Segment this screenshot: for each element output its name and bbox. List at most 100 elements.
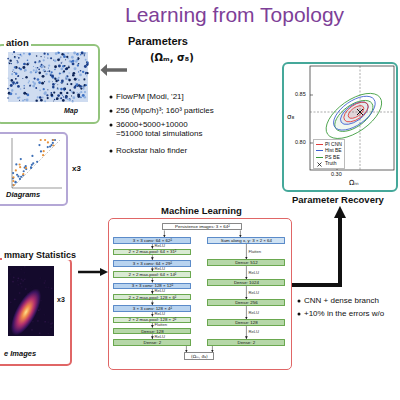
edge-label: ReLU <box>154 335 166 339</box>
text-holder: ation <box>4 38 31 49</box>
text-holder: Dense: 2 <box>237 340 257 345</box>
text-holder: 3 × 3 conv: 128 × 12² <box>131 283 175 288</box>
text-holder: Dense: 128 <box>140 329 164 334</box>
label-holder: Parameters <box>128 35 188 48</box>
connector-arrow <box>246 244 247 259</box>
text-holder: 2 × 2 max-pool: 128 × 6² <box>127 295 177 300</box>
tick-label: 0.30 <box>331 171 342 177</box>
panel-heading: Parameter Recovery <box>292 195 384 206</box>
edge-label: ReLU <box>248 291 260 295</box>
multiplicity-label: x3 <box>57 296 65 304</box>
legend-row: PS BE <box>316 154 342 161</box>
diagram-axes <box>12 138 62 188</box>
pool-layer: 2 × 2 max-pool: 128 × 6² <box>113 294 191 301</box>
legend-swatch <box>316 144 323 145</box>
text-holder: 3 × 3 conv: 64 × 62² <box>132 238 173 243</box>
label-holder: CNN + dense branch <box>304 296 396 305</box>
connector-arrow <box>246 306 247 320</box>
text-holder: Sum along x, y: 3 × 2 × 64 <box>220 238 273 243</box>
truth-crosshair <box>310 66 394 170</box>
panel-box: Machine LearningPersistence images: 3 × … <box>108 218 292 370</box>
conv-layer: 3 × 3 conv: 64 × 62² <box>113 237 191 244</box>
edge-label: ReLU <box>248 271 260 275</box>
layer-label: Dense: 1024 <box>233 280 260 285</box>
connector-arrow <box>152 244 153 249</box>
layer-label: Dense: 2 <box>143 340 163 345</box>
edge-label-holder: ReLU <box>154 335 166 339</box>
text-holder: (Ωₘ, σ₈) <box>190 354 209 359</box>
truth-marker <box>357 109 363 115</box>
legend-row: Truth <box>316 161 342 168</box>
dense-layer: Dense: 128 <box>207 319 285 326</box>
edge-label: Flatten <box>248 250 262 254</box>
edge-label-holder: ReLU <box>154 244 166 248</box>
edge-label-holder: ReLU <box>154 289 166 293</box>
label-holder: 256 (Mpc/h)³; 160³ particles <box>116 106 266 115</box>
connector-arrow <box>246 326 247 339</box>
edge-label: Flatten <box>154 323 168 327</box>
layer-label: (Ωₘ, σ₈) <box>190 354 209 359</box>
diagonal-line <box>12 140 60 188</box>
edge-label-holder: ReLU <box>154 267 166 271</box>
connector-arrow <box>152 312 153 317</box>
dense-layer: Dense: 512 <box>207 259 285 266</box>
layer-label: 3 × 3 conv: 64 × 62² <box>132 238 173 243</box>
edge-label: ReLU <box>154 244 166 248</box>
parameter-symbols: (Ωₘ, σ₈) <box>150 52 194 64</box>
output-box: (Ωₘ, σ₈) <box>184 352 214 360</box>
legend-truth-marker <box>316 162 323 167</box>
text-holder: Dense: 128 <box>234 320 258 325</box>
image-blob <box>5 284 47 339</box>
legend-text: PI CNN <box>325 142 342 148</box>
edge-label: ReLU <box>154 267 166 271</box>
label-holder: x3 <box>57 296 65 304</box>
conv-layer: 3 × 3 conv: 64 × 29² <box>113 260 191 267</box>
text-holder: Diagrams <box>6 191 40 200</box>
input-arrowhead <box>101 64 108 76</box>
label-holder: 0.30 <box>331 171 342 177</box>
connector-arrow <box>164 230 165 237</box>
edge-label-holder: Flatten <box>248 250 262 254</box>
layer-label: 2 × 2 max-pool: 128 × 2² <box>127 317 177 322</box>
text-holder: Dense: 256 <box>234 300 258 305</box>
panel-heading: mmary Statistics <box>2 250 78 260</box>
connector-arrow <box>292 212 340 285</box>
label-holder: 0.80 <box>295 139 306 145</box>
axis-label: Ωₘ <box>349 179 359 187</box>
tick-label: 0.80 <box>295 139 306 145</box>
bullet-text: 256 (Mpc/h)³; 160³ particles <box>116 106 266 115</box>
legend-row: Hist BE <box>316 148 342 155</box>
text-holder: mmary Statistics <box>2 250 78 260</box>
text-holder: 3 × 3 conv: 128 × 4² <box>132 306 173 311</box>
bullet <box>110 96 301 316</box>
title-wrap: Learning from Topology <box>125 3 344 27</box>
dense-layer: Dense: 2 <box>207 339 285 346</box>
legend-swatch <box>316 157 323 158</box>
text-holder: 2 × 2 max-pool: 64 × 31² <box>127 249 177 254</box>
edge-label-holder: ReLU <box>248 311 260 315</box>
input-box: Persistence images: 3 × 64² <box>162 223 242 230</box>
layer-label: Dense: 256 <box>234 300 258 305</box>
panel-caption: Map <box>64 107 78 115</box>
panel-box: mmary Statisticse Images <box>0 258 72 366</box>
axis-label: σ₈ <box>287 113 294 121</box>
connector-arrow <box>186 346 187 353</box>
connector-arrow <box>246 266 247 280</box>
layer-label: 2 × 2 max-pool: 64 × 31² <box>127 249 177 254</box>
legend-text: Truth <box>325 161 336 167</box>
layer-label: 3 × 3 conv: 64 × 29² <box>132 261 173 266</box>
edge-label-holder: ReLU <box>248 271 260 275</box>
connector-arrow <box>78 271 104 274</box>
edge-label: ReLU <box>154 312 166 316</box>
text-holder: Map <box>64 107 78 115</box>
text-holder: Persistence images: 3 × 64² <box>174 224 231 229</box>
label-holder: (Ωₘ, σ₈) <box>150 52 194 64</box>
panel-box: Diagrams <box>0 132 68 206</box>
bullet-text: FlowPM [Modi, '21] <box>116 92 266 101</box>
multiplicity-label: x3 <box>72 164 81 173</box>
title: Learning from Topology <box>125 3 344 27</box>
layer-label: 3 × 3 conv: 128 × 12² <box>131 283 175 288</box>
legend-swatch <box>316 150 323 151</box>
dense-layer: Dense: 256 <box>207 299 285 306</box>
density-map <box>7 51 89 102</box>
